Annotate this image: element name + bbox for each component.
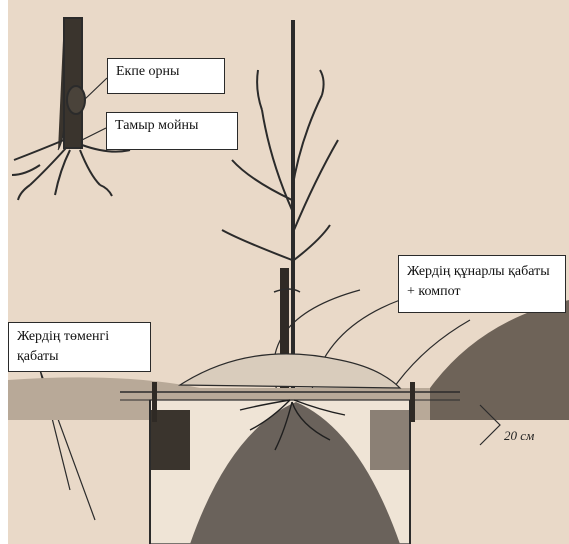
root-collar-callout: Тамыр мойны [106,112,238,150]
left-margin [0,0,8,544]
graft-site-callout: Екпе орны [107,58,225,94]
fertile-layer-callout: Жердің құнарлы қабаты + компот [398,255,566,313]
depth-label: 20 см [504,428,534,444]
root-collar-label: Тамыр мойны [115,118,198,133]
fertile-layer-label: Жердің құнарлы қабаты + компот [407,264,550,299]
seedling-illustration [12,18,130,200]
lower-layer-callout: Жердің төменгі қабаты [8,322,151,372]
planting-pit [150,400,410,544]
lower-layer-label: Жердің төменгі қабаты [17,329,109,364]
graft-site-label: Екпе орны [116,64,179,79]
